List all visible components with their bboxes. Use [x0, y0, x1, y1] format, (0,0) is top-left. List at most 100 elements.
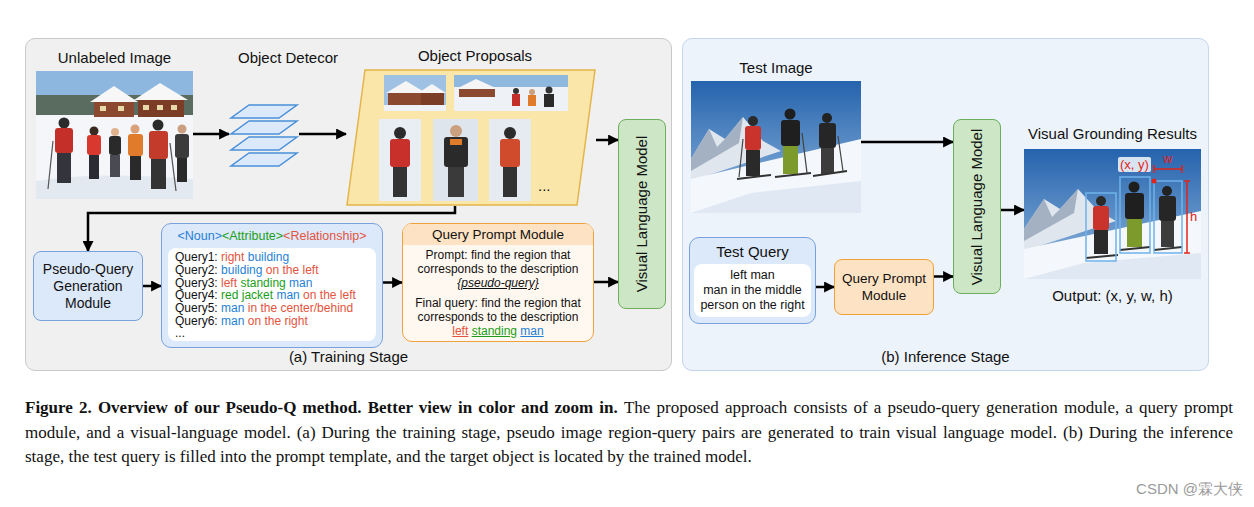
graphic [134, 83, 188, 100]
graphic [231, 105, 297, 118]
text-run: standing [240, 276, 285, 290]
detector-icon: Object Detecor [229, 101, 299, 171]
graphic [1129, 182, 1140, 193]
graphic [1154, 168, 1182, 170]
graphic [528, 95, 536, 106]
query-box: Test Queryleft manman in the middleperso… [689, 237, 816, 324]
graphic [450, 125, 462, 137]
query-line: person on the right [697, 298, 808, 313]
graphic [231, 121, 297, 134]
text-run: the [500, 262, 517, 276]
text-run: left [340, 288, 356, 302]
text-run: standing [472, 324, 517, 338]
graphic [448, 167, 464, 197]
graphic [1181, 165, 1183, 173]
prompt-box: Query Prompt ModulePrompt: find the regi… [402, 223, 594, 342]
graphic [421, 93, 444, 105]
graphic [1184, 252, 1190, 254]
text-run: building [221, 263, 262, 277]
graphic [1096, 196, 1106, 206]
model-box: Visual Language Model [618, 119, 666, 309]
graphic [1024, 211, 1201, 279]
graphic [36, 71, 193, 199]
query-list: left manman in the middleperson on the r… [694, 264, 811, 317]
arrow [816, 286, 834, 289]
query-line: Query6: man on the right [175, 315, 369, 328]
graphic [1152, 179, 1157, 184]
text-run: Query6: [175, 314, 218, 328]
graphic [739, 139, 743, 177]
text-run: <Attribute> [222, 229, 283, 243]
graphic [456, 79, 498, 89]
text-run: in [248, 301, 257, 315]
graphic [691, 81, 861, 213]
query-line: Query1: right building [175, 251, 369, 264]
query-line: left man [697, 268, 808, 283]
image-label: (x, y) [1118, 157, 1151, 172]
graphic [128, 134, 143, 156]
text-run: man [276, 288, 299, 302]
image-heading: Object Proposals [418, 47, 532, 65]
graphic [544, 94, 554, 107]
text-run: the [282, 263, 299, 277]
graphic [1153, 165, 1155, 173]
text-run: Query5: [175, 301, 218, 315]
graphic [57, 153, 71, 183]
graphic [130, 156, 141, 180]
graphic [178, 125, 187, 134]
image-label: Output: (x, y, w, h) [1052, 287, 1173, 304]
inference-panel: (b) Inference Stage Test ImageVisual Lan… [682, 38, 1209, 371]
graphic [390, 139, 410, 167]
model-label: Visual Language Model [633, 136, 651, 293]
graphic [691, 181, 861, 213]
graphic [489, 119, 531, 201]
text-run: Query3: [175, 276, 218, 290]
text-run: man [289, 276, 312, 290]
graphic [1086, 193, 1116, 261]
graphic [48, 141, 53, 189]
graphic [1162, 186, 1172, 196]
arrow [596, 139, 618, 142]
graphic [59, 118, 70, 129]
text-run: Figure 2. Overview of our Pseudo-Q metho… [25, 398, 624, 417]
text-run: corresponds [418, 310, 484, 324]
image-heading: Visual Grounding Results [1028, 125, 1197, 143]
graphic [444, 137, 468, 167]
graphic [384, 105, 446, 111]
graphic [775, 173, 811, 177]
text-run: right [221, 250, 244, 264]
text-run: building [248, 250, 289, 264]
graphic [1024, 189, 1078, 241]
graphic [1086, 255, 1118, 258]
training-panel: (a) Training Stage Unlabeled Image Objec… [25, 38, 672, 371]
graphic [1161, 221, 1174, 247]
graphic [504, 127, 516, 139]
text-run: man [221, 301, 244, 315]
graphic [394, 127, 406, 139]
text-run: the [504, 296, 521, 310]
graphic [143, 105, 149, 110]
graphic [1094, 230, 1108, 254]
graphic [500, 139, 520, 167]
graphic [87, 135, 101, 155]
text-run: on [266, 263, 279, 277]
graphic [1120, 247, 1150, 250]
graphic [231, 137, 297, 150]
text-run: description [520, 262, 578, 276]
graphic [1154, 247, 1182, 250]
result-image: Visual Grounding Resultsw(x, y)hOutput: … [1024, 149, 1201, 279]
query-heading: <Noun><Attribute><Relationship> [168, 228, 376, 244]
text-run: find [471, 248, 490, 262]
text-run: the [320, 288, 337, 302]
text-run: that [561, 296, 581, 310]
graphic [131, 125, 140, 134]
figure-caption: Figure 2. Overview of our Pseudo-Q metho… [25, 396, 1233, 470]
text-run: on [303, 288, 316, 302]
text-run: left [452, 324, 468, 338]
graphic [231, 153, 297, 166]
prompt-text: Final query: find the region that corres… [403, 293, 593, 341]
graphic [737, 175, 771, 179]
photo-illustration [1024, 149, 1201, 279]
graphic [838, 136, 843, 171]
graphic [90, 86, 138, 102]
